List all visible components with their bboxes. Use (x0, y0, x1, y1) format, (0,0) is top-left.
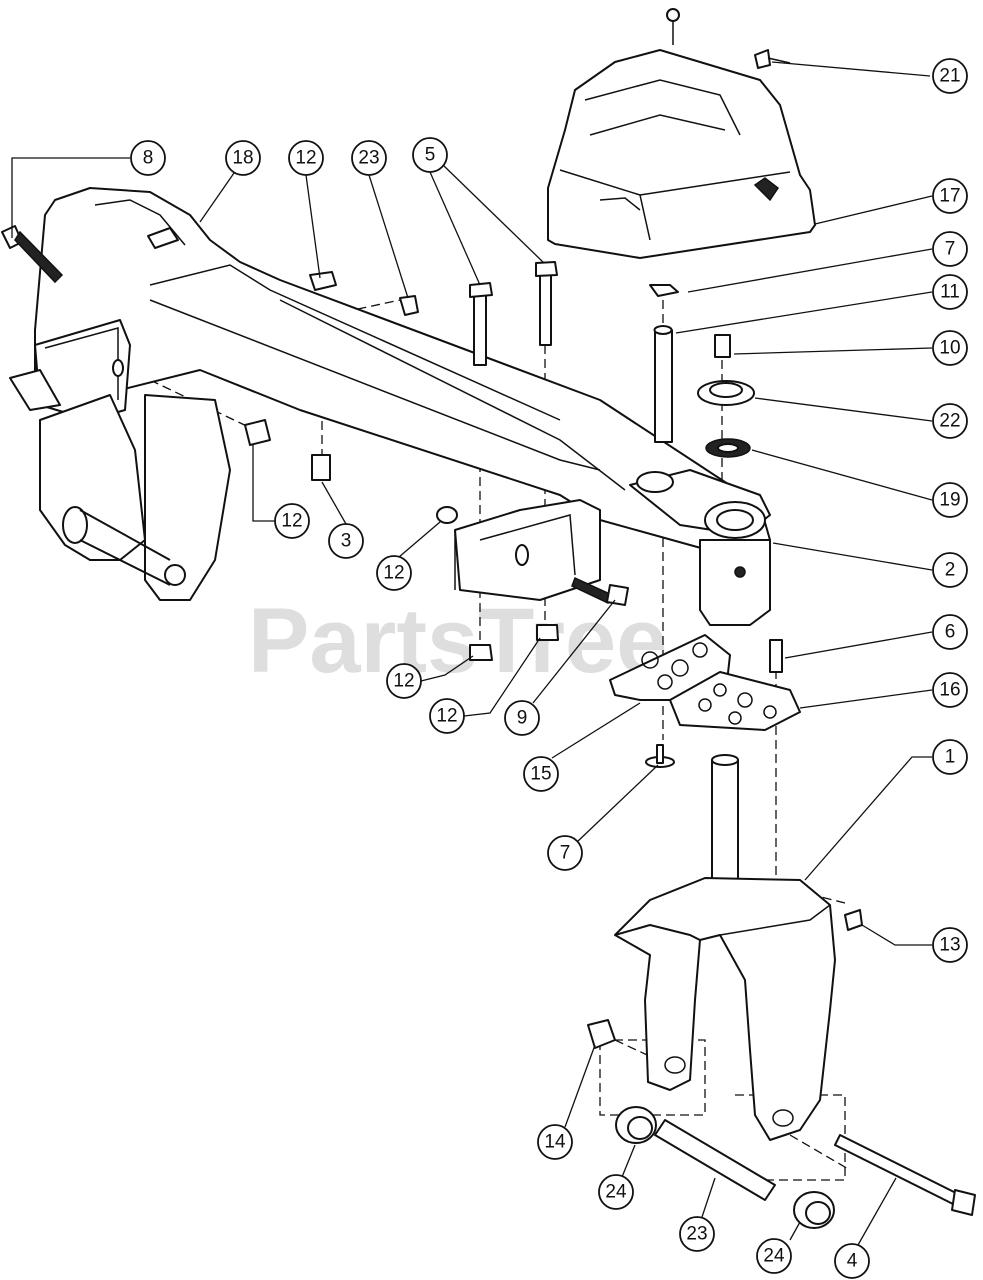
svg-text:14: 14 (544, 1132, 566, 1153)
svg-text:12: 12 (393, 671, 414, 692)
callout-1[interactable]: 1 (932, 739, 968, 775)
svg-text:8: 8 (143, 148, 154, 169)
hardware-parts[interactable] (244, 261, 863, 1049)
callout-15[interactable]: 15 (523, 756, 559, 792)
svg-text:15: 15 (530, 764, 551, 785)
svg-text:11: 11 (940, 282, 960, 303)
svg-text:12: 12 (295, 148, 316, 169)
svg-text:3: 3 (341, 531, 352, 552)
callout-9[interactable]: 9 (504, 700, 540, 736)
svg-text:12: 12 (383, 563, 404, 584)
svg-text:2: 2 (945, 560, 956, 581)
callout-3[interactable]: 3 (328, 523, 364, 559)
callout-2[interactable]: 2 (932, 552, 968, 588)
watermark-text: PartsTree (248, 590, 667, 692)
callout-16[interactable]: 16 (932, 672, 968, 708)
callout-7-top[interactable]: 7 (932, 231, 968, 267)
callout-12-mid[interactable]: 12 (376, 555, 412, 591)
callout-4[interactable]: 4 (834, 1243, 870, 1279)
svg-text:7: 7 (560, 843, 571, 864)
svg-text:1: 1 (945, 747, 956, 768)
svg-text:10: 10 (939, 338, 960, 359)
callout-13[interactable]: 13 (932, 927, 968, 963)
svg-text:24: 24 (763, 1246, 785, 1267)
main-frame-part[interactable] (9, 187, 771, 626)
svg-text:23: 23 (358, 148, 379, 169)
callout-12-lower[interactable]: 12 (386, 663, 422, 699)
cover-screw-part[interactable] (754, 49, 791, 69)
svg-text:12: 12 (436, 706, 457, 727)
callout-21[interactable]: 21 (932, 58, 968, 94)
callout-22[interactable]: 22 (932, 403, 968, 439)
svg-text:19: 19 (939, 490, 960, 511)
callout-23-bottom[interactable]: 23 (679, 1216, 715, 1252)
callout-14[interactable]: 14 (537, 1124, 573, 1160)
svg-text:4: 4 (847, 1251, 858, 1272)
callout-17[interactable]: 17 (932, 178, 968, 214)
callout-12-top[interactable]: 12 (288, 140, 324, 176)
callout-23-top[interactable]: 23 (351, 140, 387, 176)
callout-18[interactable]: 18 (225, 140, 261, 176)
svg-text:21: 21 (939, 66, 960, 87)
svg-text:23: 23 (686, 1224, 707, 1245)
leader-lines (11, 61, 933, 1246)
callout-24-left[interactable]: 24 (598, 1174, 634, 1210)
callout-19[interactable]: 19 (932, 482, 968, 518)
svg-text:12: 12 (281, 511, 302, 532)
svg-text:6: 6 (945, 622, 956, 643)
svg-text:7: 7 (945, 239, 956, 260)
svg-text:17: 17 (939, 186, 960, 207)
callout-24-right[interactable]: 24 (756, 1238, 792, 1274)
svg-text:5: 5 (425, 145, 436, 166)
axle-parts[interactable] (615, 1106, 976, 1229)
fork-part[interactable] (614, 754, 836, 1141)
callout-12-left[interactable]: 12 (274, 503, 310, 539)
svg-text:9: 9 (517, 708, 528, 729)
svg-text:22: 22 (939, 411, 960, 432)
callout-7-bottom[interactable]: 7 (547, 835, 583, 871)
callout-5[interactable]: 5 (412, 137, 448, 173)
callout-11[interactable]: 11 (932, 274, 968, 310)
svg-text:13: 13 (939, 935, 960, 956)
callout-8[interactable]: 8 (130, 140, 166, 176)
svg-text:24: 24 (605, 1182, 627, 1203)
callout-12-bottom[interactable]: 12 (429, 698, 465, 734)
svg-text:18: 18 (232, 148, 253, 169)
callout-6[interactable]: 6 (932, 614, 968, 650)
callout-10[interactable]: 10 (932, 330, 968, 366)
top-cover-part[interactable] (547, 8, 816, 259)
svg-text:16: 16 (939, 680, 960, 701)
